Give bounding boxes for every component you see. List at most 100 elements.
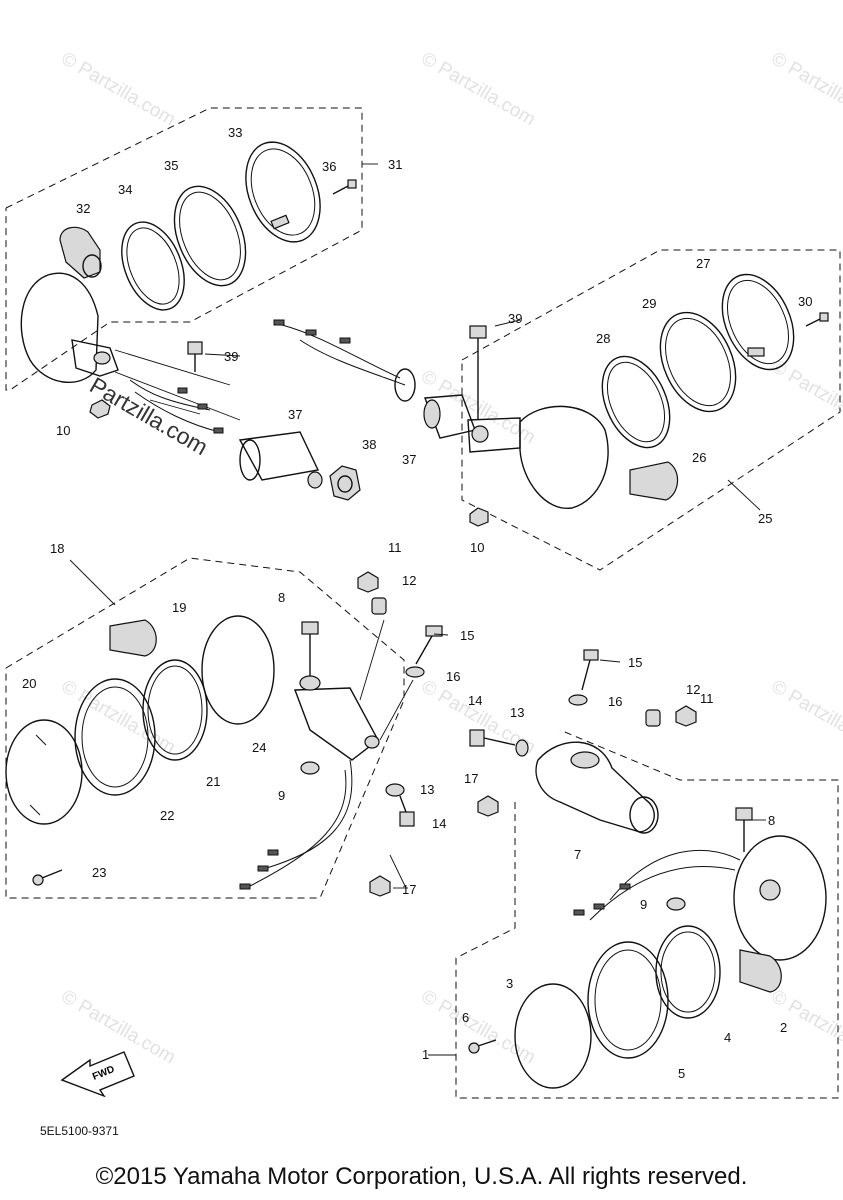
callout-14-right: 14	[468, 693, 482, 708]
mount-7	[535, 741, 655, 833]
callout-32: 32	[76, 201, 90, 216]
nut-10-left	[89, 399, 111, 419]
callout-24: 24	[252, 740, 266, 755]
housing-middle-left	[201, 615, 275, 725]
callout-10-left: 10	[56, 423, 70, 438]
callout-16-right: 16	[608, 694, 622, 709]
bulb-19	[109, 619, 157, 657]
rim-22	[74, 678, 156, 796]
lens-housing-right	[519, 405, 609, 509]
watermark-text: © Partzilla.com	[768, 48, 843, 130]
nut-38	[329, 465, 361, 501]
fwd-arrow-icon: FWD	[60, 1051, 135, 1098]
callout-13-left: 13	[420, 782, 434, 797]
callout-12-left: 12	[402, 573, 416, 588]
bolt-14-left	[399, 795, 415, 827]
washer-13-left	[385, 783, 405, 797]
callout-20: 20	[22, 676, 36, 691]
screw-30	[805, 312, 829, 327]
callout-21: 21	[206, 774, 220, 789]
rim-5	[587, 941, 669, 1059]
callout-33: 33	[228, 125, 242, 140]
assembly-31-top-left	[5, 107, 363, 501]
bulb-32	[59, 226, 101, 279]
bolt-8-left	[301, 621, 319, 676]
gasket-34	[121, 221, 185, 311]
watermark-text: © Partzilla.com	[58, 986, 179, 1068]
turn-signal-exploded-diagram: © Partzilla.com © Partzilla.com © Partzi…	[5, 48, 843, 1099]
nut-10-right	[469, 507, 489, 527]
callout-17-left: 17	[402, 882, 416, 897]
callout-28: 28	[596, 331, 610, 346]
callout-38: 38	[362, 437, 376, 452]
callout-37-left: 37	[288, 407, 302, 422]
callout-35: 35	[164, 158, 178, 173]
watermark-text: © Partzilla.com	[58, 48, 179, 130]
assembly-25-top-right	[273, 249, 841, 571]
callout-6: 6	[462, 1010, 469, 1025]
watermark-text: © Partzilla.com	[418, 48, 539, 130]
callout-22: 22	[160, 808, 174, 823]
watermark-text: © Partzilla.com	[768, 676, 843, 758]
callout-10-right: 10	[470, 540, 484, 555]
callout-27: 27	[696, 256, 710, 271]
callout-leaders	[69, 163, 766, 1056]
fwd-label: FWD	[91, 1064, 116, 1083]
callout-1: 1	[422, 1047, 429, 1062]
callout-16-left: 16	[446, 669, 460, 684]
stem-37-right	[423, 394, 476, 439]
nut-17-left	[369, 875, 391, 897]
callout-37-right: 37	[402, 452, 416, 467]
callout-31: 31	[388, 157, 402, 172]
hardware-middle	[357, 571, 443, 897]
callout-9-right: 9	[640, 897, 647, 912]
watermark-text: © Partzilla.com	[768, 986, 843, 1068]
callout-2: 2	[780, 1020, 787, 1035]
bulb-26	[629, 461, 679, 501]
screw-6	[468, 1039, 497, 1054]
copyright-notice: ©2015 Yamaha Motor Corporation, U.S.A. A…	[95, 1163, 748, 1190]
nut-11-right	[675, 705, 697, 727]
callout-36: 36	[322, 159, 336, 174]
washer-16-right	[568, 694, 588, 706]
nut-17-right	[477, 795, 499, 817]
watermark-text: © Partzilla.com	[418, 986, 539, 1068]
bolt-15-left	[415, 625, 443, 665]
screw-23	[32, 869, 63, 886]
callout-15-left: 15	[460, 628, 474, 643]
assembly-18-middle-left	[5, 557, 405, 899]
washer-13-right	[515, 739, 529, 757]
gasket-21	[142, 659, 208, 761]
bolt-8-right	[735, 807, 753, 852]
callout-9-left: 9	[278, 788, 285, 803]
lens-20	[5, 719, 83, 825]
callout-13-right: 13	[510, 705, 524, 720]
callout-8-left: 8	[278, 590, 285, 605]
gasket-28	[601, 355, 671, 449]
callout-39-left: 39	[224, 349, 238, 364]
lens-housing-left	[20, 272, 99, 384]
callout-17-right: 17	[464, 771, 478, 786]
screw-36	[332, 179, 357, 195]
callout-39-right: 39	[508, 311, 522, 326]
grommet-38	[394, 368, 416, 402]
callout-5: 5	[678, 1066, 685, 1081]
housing-27	[721, 273, 795, 371]
callout-14-left: 14	[432, 816, 446, 831]
callout-23: 23	[92, 865, 106, 880]
callout-3: 3	[506, 976, 513, 991]
rim-35	[173, 185, 247, 287]
bolt-15-right	[581, 649, 599, 691]
callout-19: 19	[172, 600, 186, 615]
gasket-4	[655, 925, 721, 1019]
callout-18: 18	[50, 541, 64, 556]
collar-12-right	[645, 709, 661, 727]
callout-12-right: 12	[686, 682, 700, 697]
housing-33	[245, 141, 321, 243]
rim-29	[659, 311, 737, 413]
bolt-14-right	[469, 729, 516, 747]
callout-11-left: 11	[388, 540, 402, 555]
callout-7: 7	[574, 847, 581, 862]
callout-15-right: 15	[628, 655, 642, 670]
washer-16-left	[405, 666, 425, 678]
